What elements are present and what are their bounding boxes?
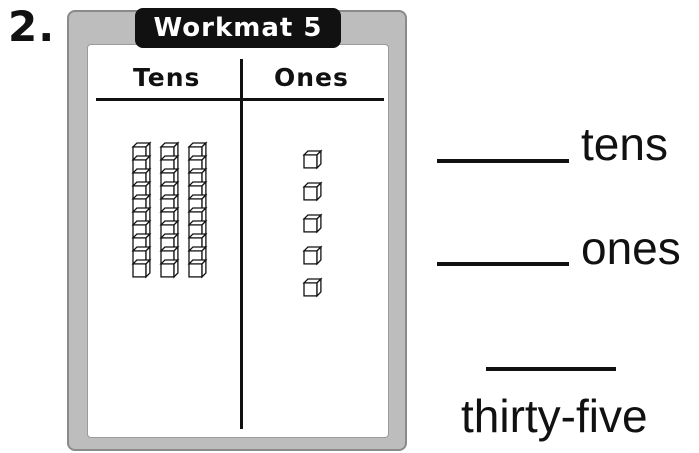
ones-cube [302, 149, 323, 170]
tens-answer-blank[interactable] [437, 159, 569, 163]
tens-column-header: Tens [133, 63, 201, 92]
ones-label: ones [581, 222, 681, 274]
number-word: thirty-five [461, 390, 648, 442]
ones-answer-blank[interactable] [437, 262, 569, 266]
ones-cube [302, 181, 323, 202]
tens-rod-cube [187, 258, 208, 279]
ones-cube [302, 245, 323, 266]
workmat-title: Workmat 5 [135, 8, 341, 48]
tens-rod-cube [159, 258, 180, 279]
tens-rod-cube [131, 258, 152, 279]
column-divider [240, 59, 243, 429]
base-ten-blocks [131, 141, 323, 298]
tens-label: tens [581, 118, 668, 170]
number-answer-blank[interactable] [486, 367, 616, 371]
ones-column-header: Ones [274, 63, 349, 92]
ones-cube [302, 213, 323, 234]
ones-cube [302, 277, 323, 298]
workmat-board: Tens Ones [87, 44, 389, 438]
workmat: Tens Ones Workmat 5 [67, 8, 407, 451]
problem-number: 2. [8, 2, 56, 51]
